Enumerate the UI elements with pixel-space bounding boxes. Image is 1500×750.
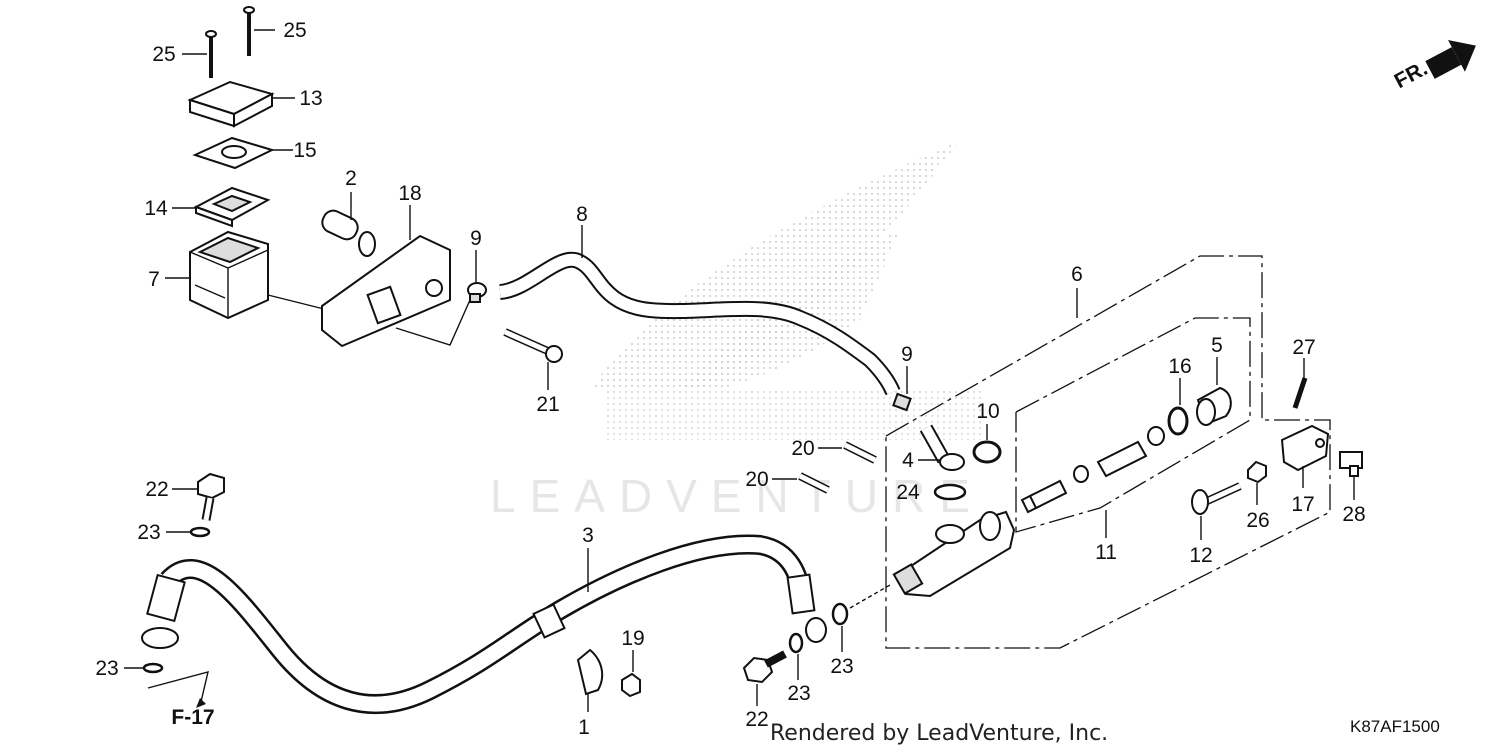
assembly-outline-6 <box>885 255 1331 649</box>
clip-9-a <box>467 282 487 303</box>
reservoir-7 <box>189 230 269 320</box>
callout-14: 14 <box>144 197 168 220</box>
footer-credit: Rendered by LeadVenture, Inc. <box>770 721 1108 746</box>
bolt-19 <box>621 672 641 698</box>
screw-25-a <box>205 30 217 78</box>
reservoir-hose-8 <box>498 251 901 396</box>
front-label: FR. <box>1391 57 1432 93</box>
hose-clamp-1 <box>576 648 604 696</box>
screw-25-b <box>243 6 255 56</box>
watermark-text: LEADVENTURE <box>490 470 984 522</box>
nut-26 <box>1247 460 1267 484</box>
callout-11: 11 <box>1095 541 1117 564</box>
callout-16: 16 <box>1168 355 1191 378</box>
diaphragm-plate-15 <box>192 136 275 170</box>
callout-9-a: 9 <box>470 227 482 250</box>
joint-4 <box>919 424 965 471</box>
callout-25-a: 25 <box>152 43 175 66</box>
sealing-washer-23-c <box>788 632 804 654</box>
bolt-20-b <box>798 472 830 494</box>
callout-23-d: 23 <box>830 655 853 678</box>
banjo-bolt-22-b <box>742 650 787 684</box>
callout-19: 19 <box>621 627 644 650</box>
callout-3: 3 <box>582 524 594 547</box>
bolt-12 <box>1191 482 1242 515</box>
callout-24: 24 <box>896 481 920 504</box>
pin-28 <box>1339 451 1363 477</box>
callout-20-a: 20 <box>791 437 814 460</box>
callout-21: 21 <box>536 393 559 416</box>
master-cylinder-body <box>892 510 1016 598</box>
bolt-21 <box>503 328 563 363</box>
cover-18 <box>321 234 451 348</box>
callout-6: 6 <box>1071 263 1083 286</box>
front-direction-icon: FR. <box>1391 40 1476 93</box>
callout-4: 4 <box>902 449 914 472</box>
sealing-washer-23-b <box>142 662 164 674</box>
callout-23-b: 23 <box>95 657 118 680</box>
diaphragm-14 <box>193 186 271 228</box>
bolt-20-a <box>843 441 877 464</box>
clip-9-b <box>892 392 912 412</box>
callout-22-a: 22 <box>145 478 168 501</box>
callout-9-b: 9 <box>901 343 913 366</box>
piston-kit-11 <box>1020 426 1165 514</box>
banjo-bolt-22-a <box>197 472 225 521</box>
clevis-17 <box>1280 424 1330 472</box>
pin-27 <box>1292 377 1308 409</box>
callout-20-b: 20 <box>745 468 768 491</box>
hose-fitting-2 <box>321 209 376 257</box>
callout-labels: 1 2 3 4 5 6 7 8 9 9 10 11 12 13 14 15 16… <box>95 19 1439 746</box>
assembly-outline-11 <box>1015 317 1251 533</box>
callout-8: 8 <box>576 203 588 226</box>
boot-5 <box>1196 386 1232 426</box>
callout-2: 2 <box>345 167 357 190</box>
brand-wing-watermark <box>590 140 985 440</box>
brake-hose-3 <box>141 534 827 714</box>
callout-18: 18 <box>398 182 421 205</box>
callout-17: 17 <box>1291 493 1314 516</box>
callout-25-b: 25 <box>283 19 306 42</box>
reference-arrow <box>147 671 209 708</box>
callout-7: 7 <box>148 268 160 291</box>
callout-22-b: 22 <box>745 708 768 731</box>
callout-12: 12 <box>1189 544 1212 567</box>
callout-23-c: 23 <box>787 682 810 705</box>
sealing-washer-23-a <box>189 526 211 538</box>
o-ring-24 <box>933 483 967 501</box>
snap-ring-10 <box>972 440 1002 464</box>
callout-28: 28 <box>1342 503 1365 526</box>
callout-23-a: 23 <box>137 521 160 544</box>
callout-5: 5 <box>1211 334 1223 357</box>
reservoir-cap-13 <box>187 80 275 128</box>
callout-26: 26 <box>1246 509 1269 532</box>
diagram-code: K87AF1500 <box>1350 717 1440 736</box>
callout-13: 13 <box>299 87 322 110</box>
callout-27: 27 <box>1292 336 1315 359</box>
sealing-washer-23-d <box>831 602 849 626</box>
callout-10: 10 <box>976 400 999 423</box>
circlip-16 <box>1167 406 1189 436</box>
callout-1: 1 <box>578 716 590 739</box>
callout-15: 15 <box>293 139 316 162</box>
reference-label: F-17 <box>171 706 214 729</box>
